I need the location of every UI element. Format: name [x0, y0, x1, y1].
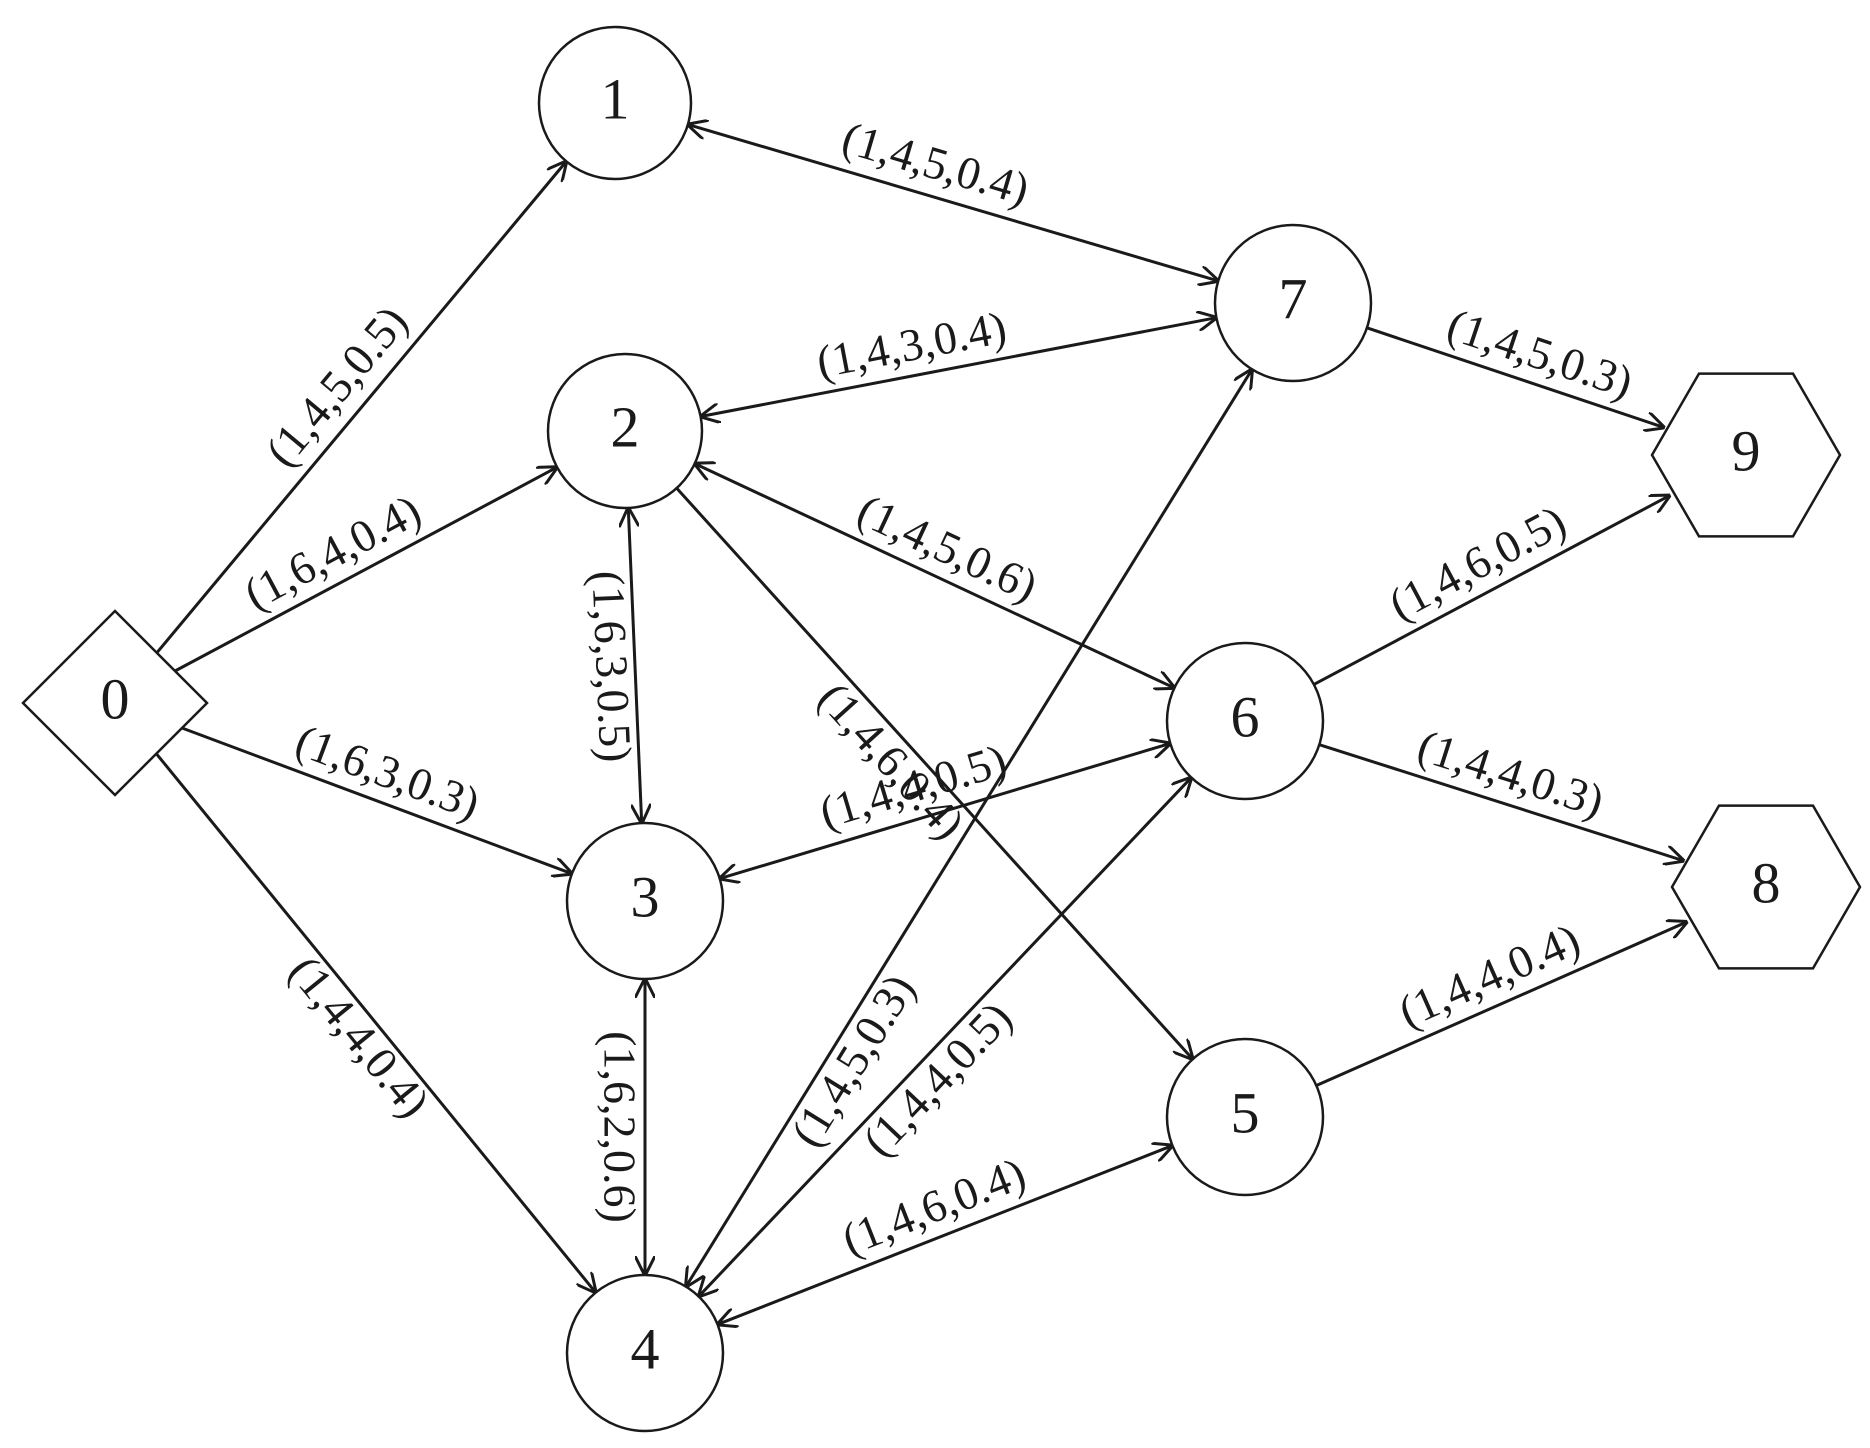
edge-label: (1,4,4,0.4)	[279, 946, 440, 1127]
edge-2-6: (1,4,5,0.6)	[695, 464, 1175, 688]
node-label: 4	[631, 1316, 660, 1381]
node-label: 9	[1732, 418, 1761, 483]
edge-5-8: (1,4,4,0.4)	[1315, 913, 1687, 1087]
edge-2-3: (1,6,3,0.5)	[582, 508, 641, 823]
node-2: 2	[546, 352, 704, 510]
node-5: 5	[1165, 1037, 1325, 1197]
circle-node-shape	[565, 1273, 725, 1433]
edge-line	[181, 726, 572, 874]
edge-0-1: (1,4,5,0.5)	[155, 161, 567, 654]
node-9: 9	[1650, 372, 1842, 538]
edge-label: (1,4,4,0.4)	[1391, 913, 1587, 1037]
node-label: 2	[611, 394, 640, 459]
edge-line	[1318, 743, 1683, 861]
circle-node-shape	[1213, 223, 1373, 383]
edge-label: (1,4,5,0.5)	[255, 296, 417, 476]
node-4: 4	[565, 1273, 725, 1433]
edge-line	[1315, 922, 1687, 1087]
edge-6-8: (1,4,4,0.3)	[1318, 720, 1683, 861]
edge-6-9: (1,4,6,0.5)	[1313, 495, 1670, 686]
edge-line	[155, 752, 595, 1293]
circle-node-shape	[537, 25, 693, 181]
edge-label: (1,4,6,0.4)	[835, 1147, 1032, 1265]
edge-line	[1366, 326, 1664, 428]
circle-node-shape	[546, 352, 704, 510]
node-label: 8	[1752, 850, 1781, 915]
edge-label: (1,6,3,0.3)	[289, 714, 486, 829]
node-1: 1	[537, 25, 693, 181]
node-8: 8	[1670, 804, 1862, 970]
edge-line	[688, 125, 1218, 281]
hexagon-node-shape	[1650, 372, 1842, 538]
edge-label: (1,6,2,0.6)	[594, 1031, 645, 1223]
node-label: 1	[601, 66, 630, 131]
node-label: 3	[631, 864, 660, 929]
edge-0-4: (1,4,4,0.4)	[155, 752, 595, 1293]
edge-4-5: (1,4,6,0.4)	[718, 1146, 1173, 1325]
edge-3-4: (1,6,2,0.6)	[594, 979, 645, 1275]
edge-line	[628, 508, 641, 823]
hexagon-node-shape	[1670, 804, 1862, 970]
diamond-node-shape	[21, 609, 209, 797]
node-0: 0	[21, 609, 209, 797]
node-label: 5	[1231, 1080, 1260, 1145]
edge-label: (1,6,3,0.5)	[582, 570, 641, 764]
node-7: 7	[1213, 223, 1373, 383]
circle-node-shape	[1165, 641, 1325, 801]
edge-label: (1,4,4,0.3)	[1412, 720, 1610, 827]
edges-layer: (1,4,5,0.5)(1,6,4,0.4) (1,6,3,0.3) (1,4,4,…	[155, 112, 1687, 1325]
edge-line	[155, 161, 567, 654]
edge-label: (1,4,5,0.6)	[850, 484, 1045, 611]
node-6: 6	[1165, 641, 1325, 801]
circle-node-shape	[1165, 1037, 1325, 1197]
edge-0-3: (1,6,3,0.3)	[181, 714, 572, 874]
edge-7-9: (1,4,5,0.3)	[1366, 299, 1664, 428]
node-label: 7	[1279, 266, 1308, 331]
circle-node-shape	[565, 821, 725, 981]
edge-label: (1,4,5,0.4)	[837, 112, 1035, 215]
edge-2-7: (1,4,3,0.4)	[701, 302, 1217, 417]
edge-1-7: (1,4,5,0.4)	[688, 112, 1218, 281]
edge-line	[695, 464, 1175, 688]
edge-0-2: (1,6,4,0.4)	[174, 467, 557, 673]
edge-line	[718, 1146, 1173, 1325]
edge-line	[174, 467, 557, 673]
node-label: 0	[101, 666, 130, 731]
nodes-layer: 0 1 2 3 4 5 6 7 8 9	[21, 25, 1862, 1433]
node-3: 3	[565, 821, 725, 981]
edge-line	[1313, 496, 1670, 686]
edge-label: (1,4,5,0.3)	[1441, 299, 1639, 408]
node-label: 6	[1231, 684, 1260, 749]
